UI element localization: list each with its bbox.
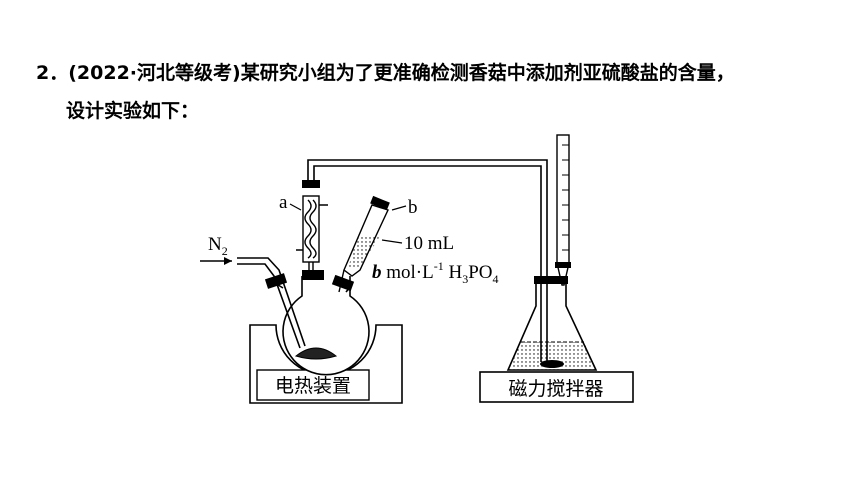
n2-inlet-tube: [237, 257, 306, 349]
heater-label: 电热装置: [275, 375, 351, 397]
volume-label: 10 mL: [404, 233, 454, 254]
magnetic-stirrer: [479, 371, 634, 403]
label-b: b: [408, 197, 418, 218]
label-a: a: [279, 192, 288, 213]
question-line2: 设计实验如下：: [66, 100, 200, 122]
flask-solution: [508, 342, 596, 370]
reagent-label: b mol·L-1 H3PO4: [372, 259, 499, 286]
three-neck-flask: [274, 276, 370, 376]
condenser: [296, 195, 328, 272]
burette-marks: [562, 144, 569, 251]
question-number: 2．: [36, 62, 69, 84]
funnel-liquid: [348, 236, 380, 268]
condenser-top-stopper: [302, 180, 320, 188]
n2-label: N2: [208, 234, 228, 258]
mushroom-sample: [294, 347, 338, 360]
question-source: (2022·河北等级考): [68, 62, 241, 84]
question-text: 2．(2022·河北等级考)某研究小组为了更准确检测香菇中添加剂亚硫酸盐的含量，…: [36, 54, 836, 130]
stir-bar: [540, 360, 564, 368]
delivery-tube: [307, 159, 548, 362]
heater-label-box: [256, 369, 370, 401]
stirrer-label: 磁力搅拌器: [508, 378, 603, 400]
question-line1: 某研究小组为了更准确检测香菇中添加剂亚硫酸盐的含量，: [240, 62, 735, 84]
